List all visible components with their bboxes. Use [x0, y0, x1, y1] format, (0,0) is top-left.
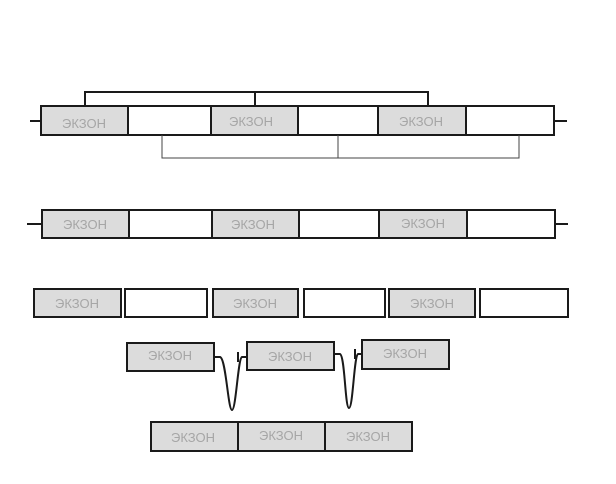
intron-loop — [214, 356, 247, 412]
intron-block — [479, 288, 569, 318]
row-gene: ЭКЗОН ЭКЗОН ЭКЗОН — [27, 209, 568, 239]
exon-block — [212, 288, 299, 318]
exon-label: ЭКЗОН — [383, 346, 427, 361]
row-splicing-loops: ЭКЗОН ЭКЗОН ЭКЗОН — [126, 339, 450, 412]
exon-label: ЭКЗОН — [62, 116, 106, 131]
exon-block — [211, 209, 300, 239]
exon-block — [41, 209, 130, 239]
exon-label: ЭКЗОН — [55, 296, 99, 311]
intron-block — [465, 105, 555, 136]
exon-label: ЭКЗОН — [229, 114, 273, 129]
intron-block — [127, 105, 212, 136]
intron-block — [303, 288, 386, 318]
intron-block — [124, 288, 208, 318]
intron-block — [466, 209, 556, 239]
exon-block — [378, 209, 468, 239]
intron-block — [297, 105, 379, 136]
exon-label: ЭКЗОН — [148, 348, 192, 363]
row-gene-with-brackets: ЭКЗОН ЭКЗОН ЭКЗОН — [30, 91, 567, 159]
exon-label: ЭКЗОН — [259, 428, 303, 443]
exon-block — [246, 341, 335, 371]
exon-bracket-top — [84, 91, 429, 106]
exon-label: ЭКЗОН — [268, 349, 312, 364]
exon-label: ЭКЗОН — [346, 429, 390, 444]
exon-block — [324, 421, 413, 452]
exon-block — [33, 288, 122, 318]
exon-label: ЭКЗОН — [63, 217, 107, 232]
intron-block — [298, 209, 380, 239]
exon-label: ЭКЗОН — [399, 114, 443, 129]
exon-label: ЭКЗОН — [233, 296, 277, 311]
row-transcript-segments: ЭКЗОН ЭКЗОН ЭКЗОН — [33, 288, 569, 318]
intron-bracket-bottom — [161, 135, 520, 159]
exon-label: ЭКЗОН — [231, 217, 275, 232]
exon-block — [126, 342, 215, 372]
exon-label: ЭКЗОН — [410, 296, 454, 311]
intron-loop — [334, 353, 362, 410]
intron-block — [128, 209, 213, 239]
exon-block — [388, 288, 476, 318]
exon-label: ЭКЗОН — [401, 216, 445, 231]
exon-block — [237, 421, 326, 452]
exon-block — [150, 421, 239, 452]
exon-block — [377, 105, 467, 136]
row-mature-mrna: ЭКЗОН ЭКЗОН ЭКЗОН — [150, 421, 413, 452]
exon-label: ЭКЗОН — [171, 430, 215, 445]
